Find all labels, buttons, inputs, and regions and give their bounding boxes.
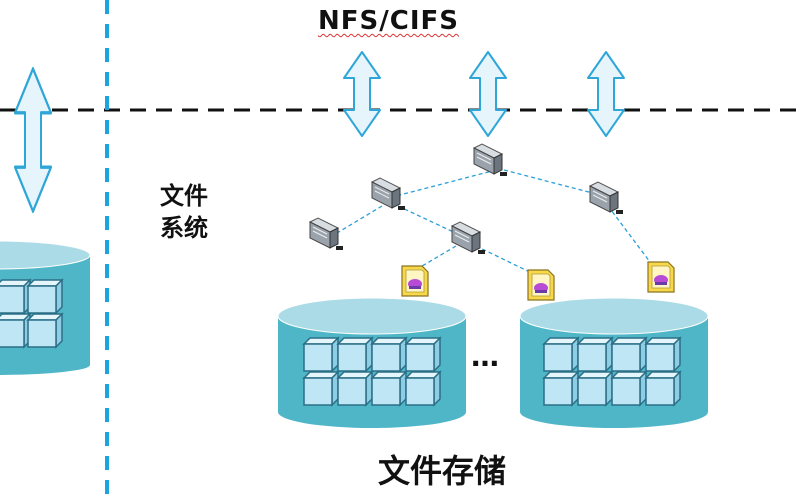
left-storage-cylinder-icon [0,240,91,375]
ellipsis-label: … [471,340,499,373]
block-icon [337,371,373,406]
server-icon [589,181,624,215]
block-icon [405,371,441,406]
file-storage-label: 文件存储 [378,452,507,490]
protocol-label: NFS/CIFS [318,6,459,36]
server-icon [371,177,406,211]
root-server-icon [473,143,508,177]
block-icon [577,337,613,372]
block-icon [577,371,613,406]
block-icon [303,371,339,406]
block-icon [303,337,339,372]
server-icon [309,217,344,251]
protocol-arrow-3-icon [587,51,625,137]
block-icon [611,371,647,406]
left-block-icon [27,279,63,314]
storage-cylinder-1-icon [277,297,467,428]
block-icon [645,371,681,406]
server-icon [451,221,486,255]
block-icon [371,337,407,372]
block-icon [645,337,681,372]
protocol-arrow-1-icon [343,51,381,137]
left-block-icon [0,313,31,348]
block-icon [371,371,407,406]
left-double-arrow-icon [13,66,53,214]
block-icon [543,337,579,372]
file-icon [527,269,555,301]
left-block-icon [27,313,63,348]
file-system-label-line2: 系统 [160,214,208,242]
left-block-icon [0,279,31,314]
protocol-arrow-2-icon [469,51,507,137]
block-icon [543,371,579,406]
storage-cylinder-2-icon [519,297,709,428]
file-system-label: 文件 系统 [160,180,208,244]
file-icon [647,261,675,293]
file-system-label-line1: 文件 [160,182,208,210]
block-icon [337,337,373,372]
block-icon [611,337,647,372]
file-icon [401,265,429,297]
block-icon [405,337,441,372]
